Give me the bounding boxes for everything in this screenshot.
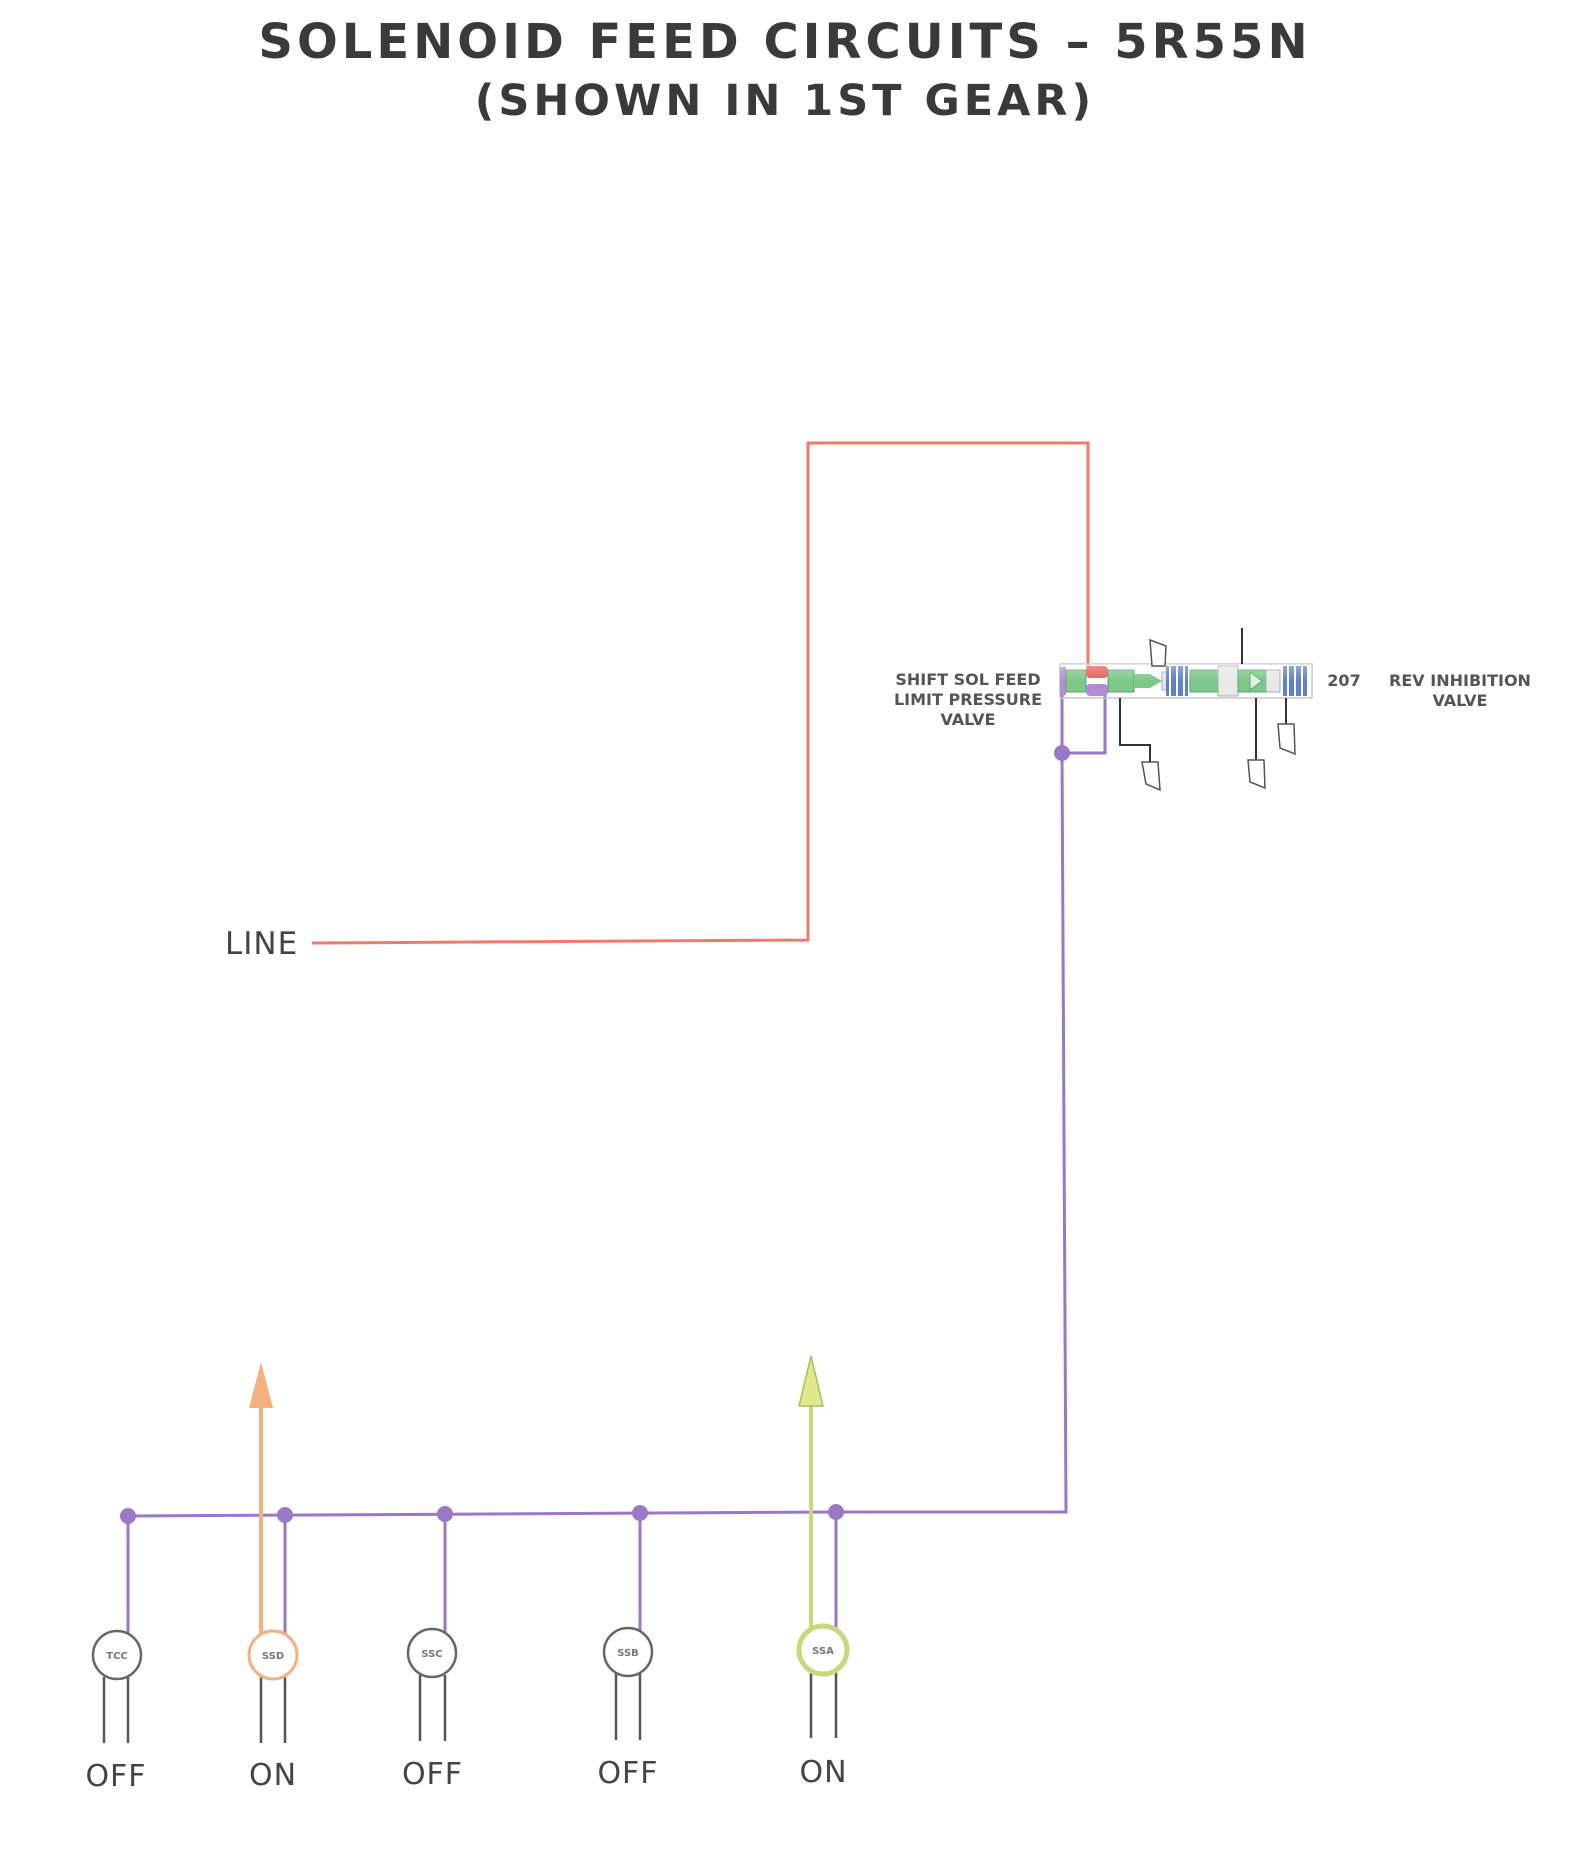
line-pressure-circuit — [311, 441, 1090, 945]
solenoid-state-label: ON — [249, 1758, 297, 1793]
solenoid-row: TCC OFF SSD ON SSC OFF SSB OFF SSA ON — [85, 1623, 850, 1794]
ssd-output-arrow — [249, 1362, 273, 1636]
valve-label-line: LIMIT PRESSURE — [894, 690, 1042, 709]
solenoid-icon — [796, 1623, 850, 1677]
solenoid-ssa: SSA ON — [796, 1623, 850, 1790]
solenoid-icon — [247, 1629, 299, 1681]
solenoid-id-label: SSC — [421, 1649, 442, 1660]
solenoid-state-label: OFF — [597, 1756, 658, 1791]
ssa-output-arrow — [798, 1355, 824, 1634]
valve-exhaust-ports — [1119, 628, 1296, 792]
feed-junctions — [120, 745, 1070, 1524]
solenoid-icon — [602, 1626, 654, 1678]
valve-label-line: VALVE — [941, 710, 996, 729]
shift-sol-feed-limit-valve-label: SHIFT SOL FEED LIMIT PRESSURE VALVE — [894, 670, 1042, 729]
rev-inhibition-valve-label: REV INHIBITION VALVE — [1389, 671, 1531, 710]
junction-dot — [1054, 745, 1070, 761]
solenoid-ssc: SSC OFF — [402, 1627, 463, 1792]
rev-inhibition-valve-number: 207 — [1327, 671, 1360, 690]
solenoid-id-label: TCC — [106, 1651, 128, 1662]
solenoid-tcc: TCC OFF — [85, 1629, 146, 1794]
solenoid-ssb: SSB OFF — [597, 1626, 658, 1791]
solenoid-id-label: SSB — [617, 1648, 639, 1659]
solenoid-icon — [91, 1629, 143, 1681]
solenoid-id-label: SSD — [262, 1651, 284, 1662]
line-label: LINE — [225, 926, 298, 962]
solenoid-state-label: OFF — [85, 1759, 146, 1794]
valve-label-line: REV INHIBITION — [1389, 671, 1531, 690]
junction-dot — [277, 1507, 293, 1523]
solenoid-feed-circuit — [126, 680, 1107, 1634]
valve-body-assembly — [1059, 628, 1313, 792]
diagram-title: SOLENOID FEED CIRCUITS – 5R55N — [258, 14, 1312, 70]
junction-dot — [437, 1506, 453, 1522]
junction-dot — [632, 1505, 648, 1521]
solenoid-id-label: SSA — [812, 1646, 834, 1657]
solenoid-icon — [406, 1627, 458, 1679]
valve-label-line: VALVE — [1433, 691, 1488, 710]
junction-dot — [828, 1504, 844, 1520]
solenoid-state-label: ON — [799, 1755, 847, 1790]
solenoid-ssd: SSD ON — [247, 1629, 299, 1793]
diagram-subtitle: (SHOWN IN 1ST GEAR) — [474, 76, 1096, 126]
junction-dot — [120, 1508, 136, 1524]
solenoid-state-label: OFF — [402, 1757, 463, 1792]
valve-label-line: SHIFT SOL FEED — [895, 670, 1040, 689]
